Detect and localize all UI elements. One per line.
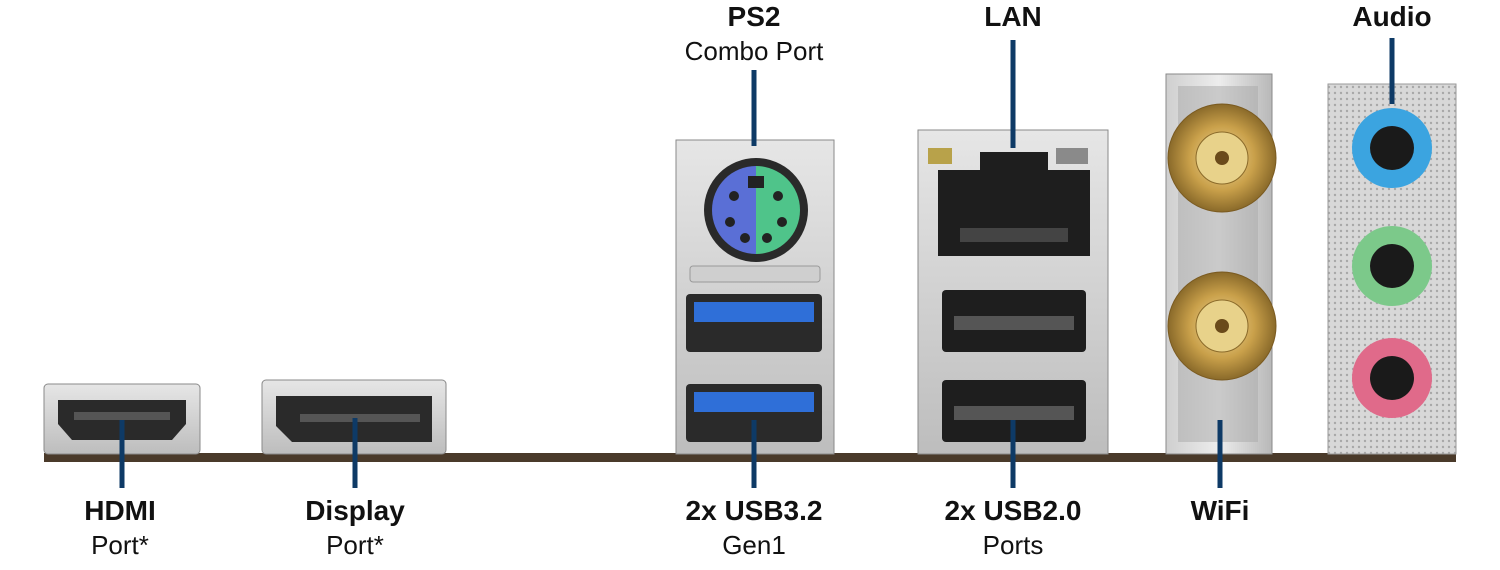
usb-port-icon — [686, 384, 822, 442]
audio-jack-icon — [1352, 338, 1432, 418]
label-lan: LAN — [893, 0, 1133, 34]
usb-port-icon — [942, 380, 1086, 442]
label-wifi-title: WiFi — [1190, 495, 1250, 526]
wifi-bracket — [1165, 73, 1277, 455]
label-displayport: Display Port* — [235, 494, 475, 562]
rj45-port-icon — [938, 152, 1090, 256]
label-usb20-subtitle: Ports — [982, 530, 1044, 560]
label-hdmi-subtitle: Port* — [91, 530, 149, 560]
label-usb20: 2x USB2.0 Ports — [893, 494, 1133, 562]
label-ps2-title: PS2 — [727, 1, 781, 32]
label-audio: Audio — [1272, 0, 1500, 34]
label-ps2-subtitle: Combo Port — [684, 36, 824, 66]
label-wifi: WiFi — [1100, 494, 1340, 528]
antenna-connector-icon — [1167, 271, 1277, 381]
label-audio-title: Audio — [1352, 1, 1432, 32]
board-edge — [44, 453, 1456, 462]
antenna-connector-icon — [1167, 103, 1277, 213]
label-lan-title: LAN — [984, 1, 1042, 32]
label-displayport-subtitle: Port* — [326, 530, 384, 560]
usb-port-icon — [686, 294, 822, 352]
ps2-usb3-block — [675, 139, 835, 455]
label-usb32-title: 2x USB3.2 — [685, 495, 823, 526]
label-hdmi: HDMI Port* — [0, 494, 240, 562]
leader-lines — [119, 38, 1395, 488]
label-usb32: 2x USB3.2 Gen1 — [634, 494, 874, 562]
usb-port-icon — [942, 290, 1086, 352]
label-hdmi-title: HDMI — [84, 495, 156, 526]
lan-usb2-block — [917, 129, 1109, 455]
label-ps2: PS2 Combo Port — [634, 0, 874, 68]
label-usb20-title: 2x USB2.0 — [944, 495, 1082, 526]
ps2-port-icon — [704, 158, 808, 262]
audio-jack-icon — [1352, 226, 1432, 306]
label-usb32-subtitle: Gen1 — [722, 530, 786, 560]
audio-panel — [1327, 83, 1457, 455]
audio-jack-icon — [1352, 108, 1432, 188]
label-displayport-title: Display — [305, 495, 405, 526]
